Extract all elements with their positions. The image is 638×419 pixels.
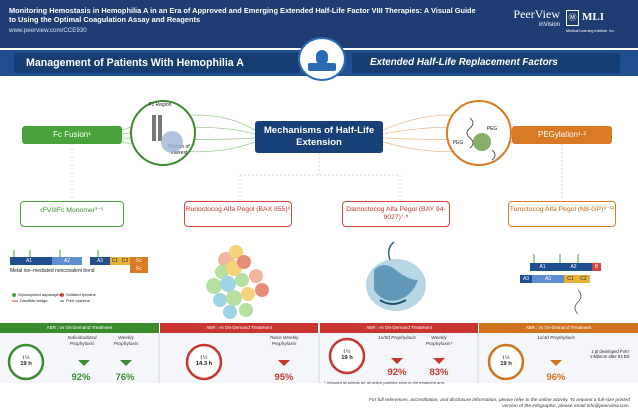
domain-a3: A3: [96, 258, 104, 264]
section-title-left: Management of Patients With Hemophilia A: [14, 53, 300, 73]
protein-label: Protein of Interest: [168, 144, 190, 156]
abr-bar-rfviiifc: ABR ; vs On-Demand Treatment: [0, 323, 159, 333]
peg-label-2: PEG: [452, 140, 464, 146]
regimen-name: Weekly Prophylaxis: [113, 336, 139, 347]
abr-reduction-pct: 95%: [274, 372, 294, 383]
domain-c1: C1: [111, 258, 119, 264]
thalf-label: t ½: [200, 355, 208, 361]
thalf-rfviiifc: t ½ 19 h: [11, 347, 41, 377]
domain-a2: A2: [63, 258, 71, 264]
mli-logo-mark: Ⓜ: [566, 10, 579, 26]
fc-fusion-label: Fc Fusion¹: [22, 126, 122, 144]
fc-fusion-diagram: [130, 100, 196, 166]
thalf-value: 19 h: [341, 355, 353, 361]
abr-reduction-pct: 96%: [546, 372, 566, 383]
peerview-logo: PeerView inVision: [510, 8, 560, 29]
peg-label-1: PEG: [486, 126, 498, 132]
thalf-bay949027: t ½ 19 h: [332, 341, 362, 371]
regimen-name: 1x/4d Prophylaxis: [537, 336, 575, 341]
abr-reduction-pct: 92%: [387, 367, 407, 378]
legend-free-cysteine: Free cysteine: [66, 298, 91, 303]
domain-a1: A1: [25, 258, 33, 264]
n8gp-a3: A3: [544, 276, 552, 282]
thalf-value: 19 h: [20, 361, 32, 367]
fc-region-label: Fc Region: [148, 102, 172, 108]
mechanisms-title: Mechanisms of Half-Life Extension: [255, 121, 383, 153]
legend-sulfated: Sulfated tyrosine: [66, 292, 96, 297]
drug-rfviiifc: rFVIIIFc Monomer³⁻⁵: [20, 201, 124, 227]
n8gp-c1: C1: [567, 276, 574, 282]
metal-ion-caption: Metal ion–mediated noncovalent bond: [10, 268, 95, 274]
peerview-logo-main: PeerView: [513, 7, 560, 21]
pegylation-diagram: [446, 100, 512, 166]
thalf-label: t ½: [343, 349, 351, 355]
n8gp-c2: C2: [580, 276, 587, 282]
thalf-value: 14.3 h: [195, 361, 213, 367]
thalf-bax855: t ½ 14.3 h: [189, 347, 219, 377]
citation-text: For full references, accreditation, and …: [368, 398, 630, 409]
domain-fc-1: Fc: [136, 258, 142, 264]
inhibitor-note: 1 pt developed FVIII inhibitors after 93…: [590, 349, 630, 359]
domain-fc-2: Fc: [136, 266, 142, 272]
thalf-n8gp: t ½ 19 h: [491, 347, 521, 377]
mli-logo-text: MLI: [582, 11, 604, 23]
pegylation-label: PEGylation¹·²: [512, 126, 612, 144]
legend-disulfide: Disulfide bridge: [20, 298, 48, 303]
section-title-right: Extended Half-Life Replacement Factors: [352, 53, 620, 73]
header-title: Monitoring Hemostasis in Hemophilia A in…: [9, 6, 476, 24]
regimen-name: Individualized Prophylaxis: [67, 336, 97, 347]
peerview-logo-sub: inVision: [539, 22, 560, 28]
drug-bay949027: Damoctocog Alfa Pegol (BAY 94-9027)⁷·⁸: [342, 201, 450, 227]
header-url[interactable]: www.peerview.com/CCE930: [9, 27, 87, 34]
regimen-name: 1x/5d Prophylaxis: [378, 336, 416, 341]
abr-reduction-pct: 83%: [429, 367, 449, 378]
thalf-label: t ½: [22, 355, 30, 361]
legend-glycosylated: Glycosylated asparagine: [18, 292, 62, 297]
abr-reduction-pct: 76%: [115, 372, 135, 383]
regimen-name: Twice Weekly Prophylaxis: [269, 336, 299, 347]
n8gp-a2: A2: [570, 264, 577, 270]
mli-logo-sub: Medical Learning Institute, Inc.: [566, 29, 615, 33]
mli-logo: Ⓜ MLI Medical Learning Institute, Inc.: [566, 8, 626, 38]
abr-bar-n8gp: ABR ; vs On-Demand Treatment: [479, 323, 638, 333]
n8gp-a1: A1: [539, 264, 546, 270]
domain-c2: C2: [121, 258, 129, 264]
thalf-value: 19 h: [500, 361, 512, 367]
drug-n8gp: Turoctocog Alfa Pegol (N8-GP)⁹⁻¹¹: [508, 201, 616, 227]
footnote: * Included all bleeds for all active pat…: [324, 380, 446, 385]
n8gp-a3-short: A3: [522, 276, 530, 282]
n8gp-b: B: [594, 264, 599, 270]
regimen-name: Weekly Prophylaxis*: [425, 336, 453, 347]
abr-bar-bay949027: ABR ; vs On-Demand Treatment: [320, 323, 478, 333]
abr-bar-bax855: ABR ; vs On-Demand Treatment: [160, 323, 318, 333]
thalf-label: t ½: [502, 355, 510, 361]
abr-reduction-pct: 92%: [71, 372, 91, 383]
drug-bax855: Rurioctocog Alfa Pegol (BAX 855)⁶: [184, 201, 292, 227]
